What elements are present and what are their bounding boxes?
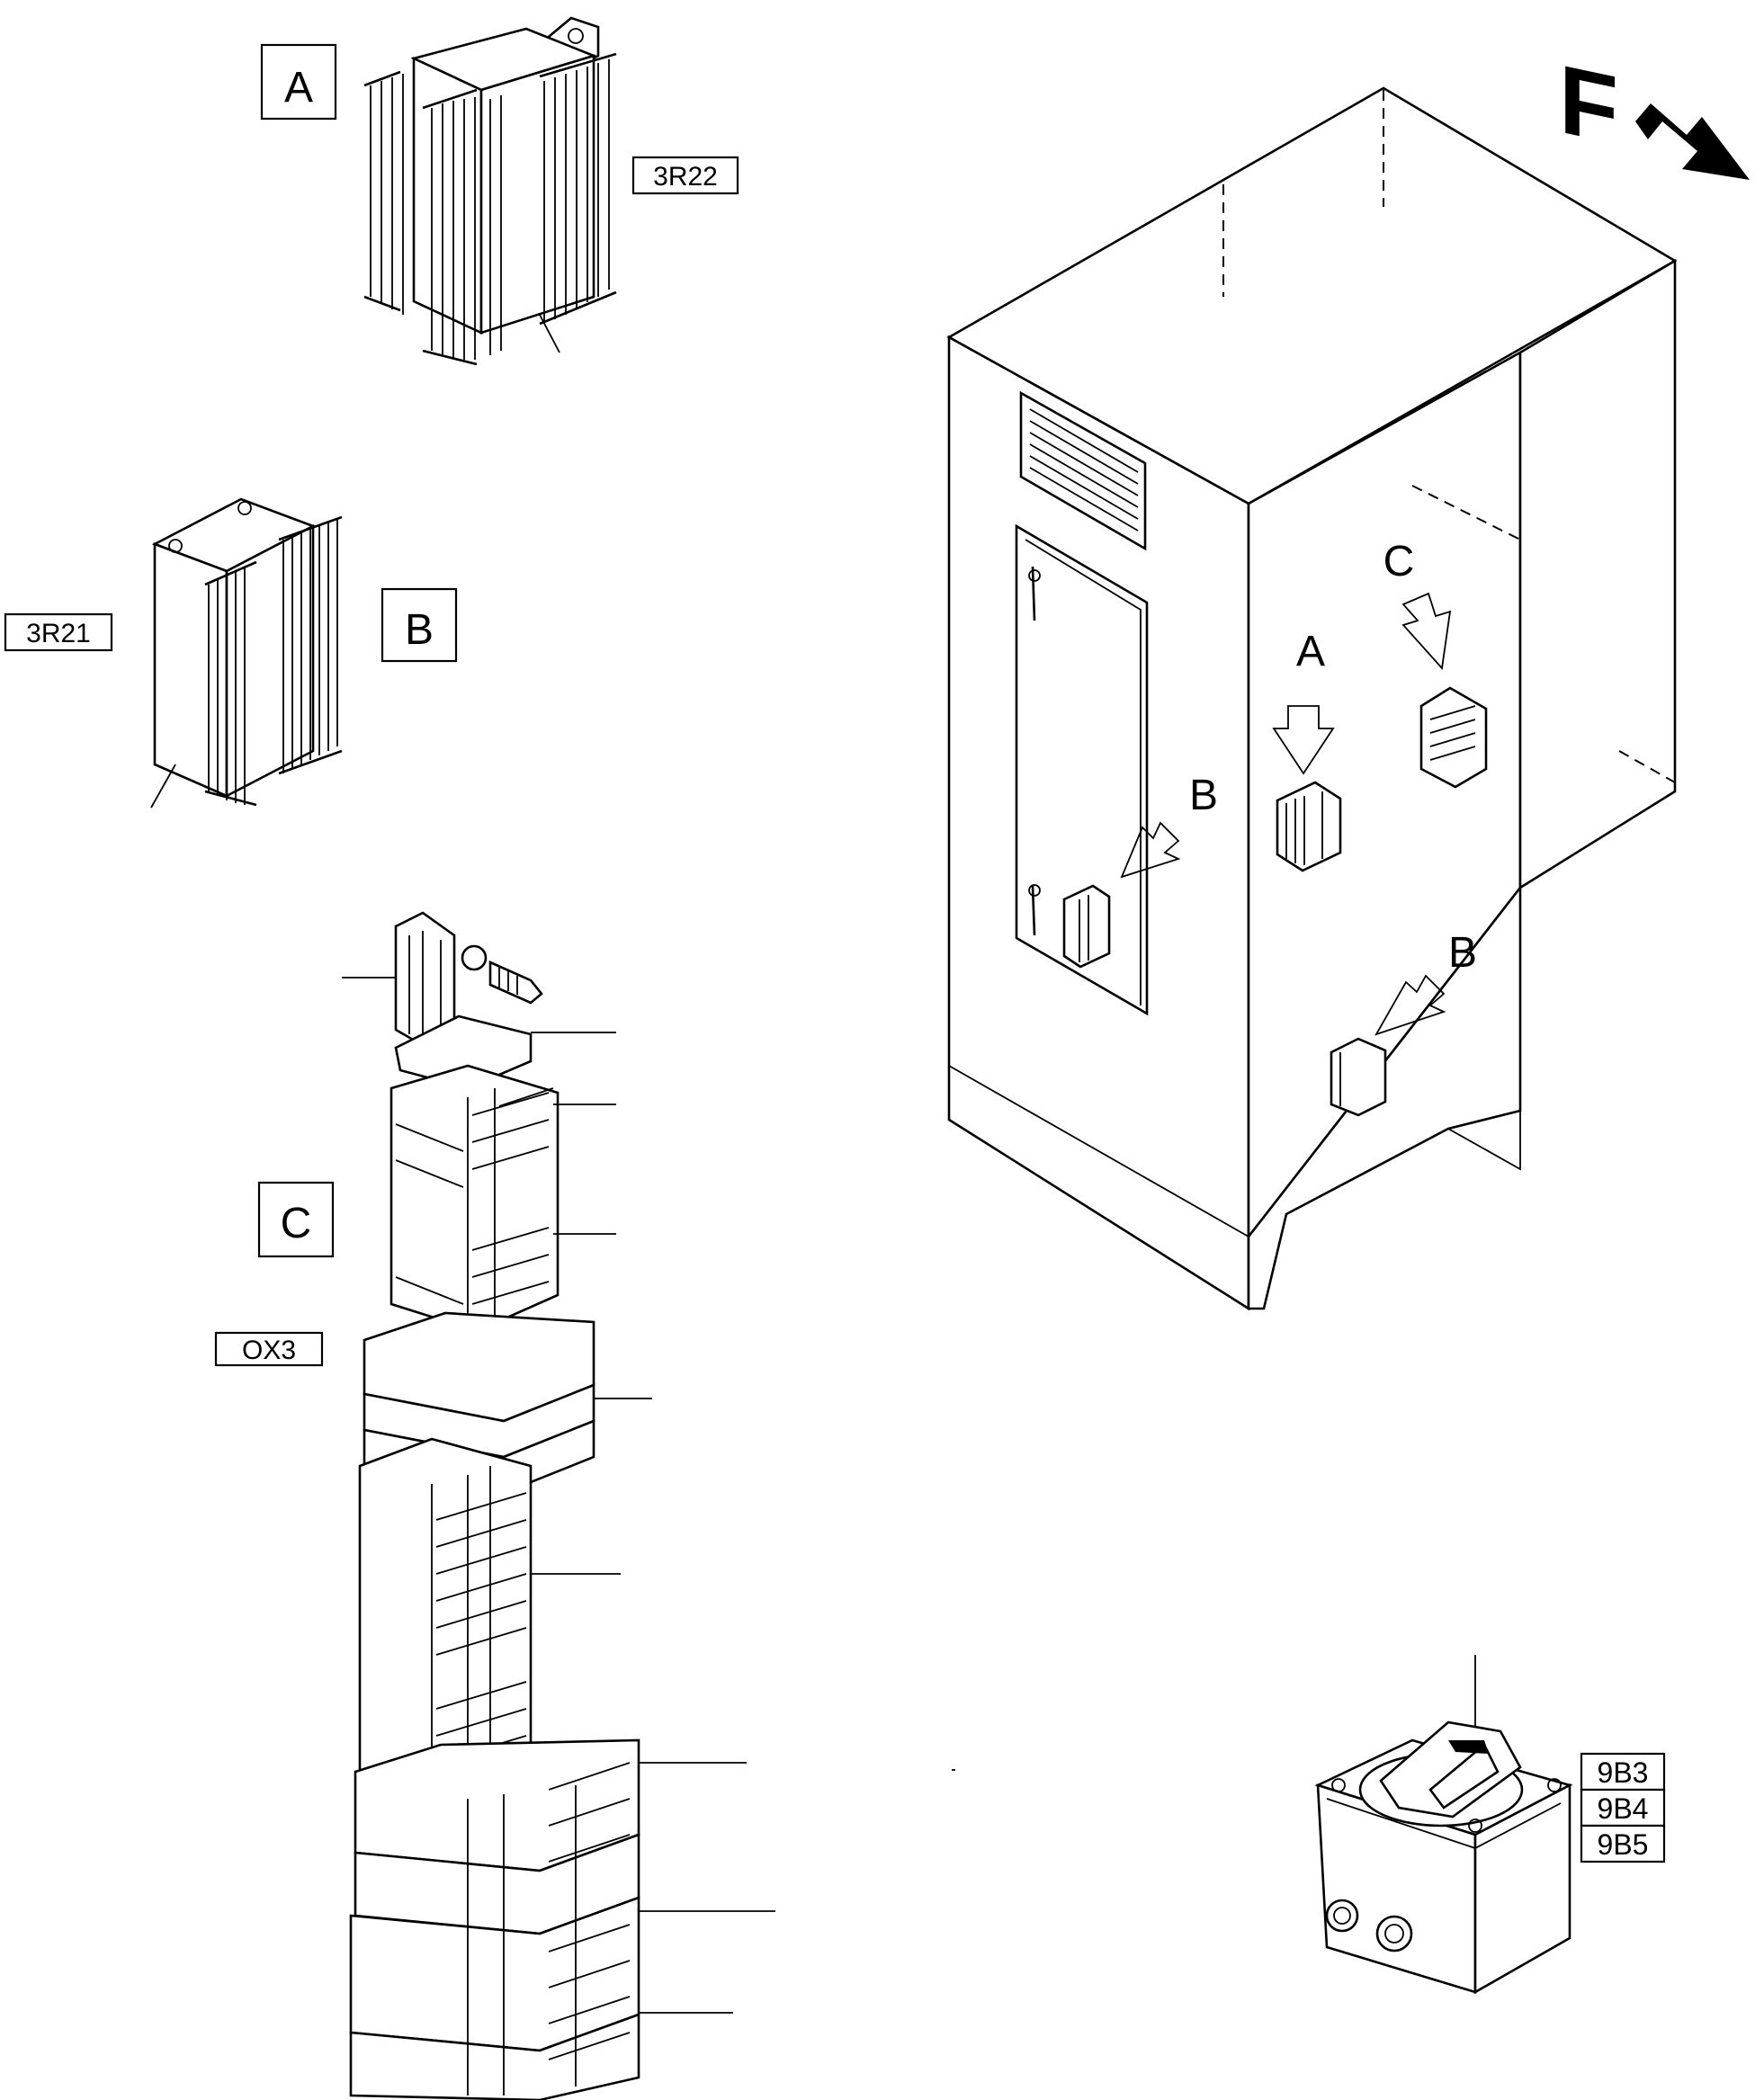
heater-3r21-tag: 3R21 bbox=[26, 619, 91, 648]
callout-a-label: A bbox=[1296, 628, 1325, 675]
callout-c-arrow-icon bbox=[1401, 592, 1452, 671]
heater-3r21-drawing bbox=[150, 497, 343, 809]
view-c-group: C OX3 bbox=[214, 911, 775, 2100]
heater-3r22-drawing bbox=[363, 16, 617, 366]
callout-a-arrow-icon bbox=[1272, 705, 1335, 775]
view-b-label: B bbox=[405, 606, 434, 654]
switch-tag-9b4: 9B4 bbox=[1598, 1792, 1649, 1825]
front-arrow-icon bbox=[1635, 103, 1750, 180]
terminal-group-tag: OX3 bbox=[242, 1336, 296, 1365]
front-direction-indicator: F bbox=[1559, 44, 1750, 180]
callout-b-side-arrow-icon bbox=[1374, 974, 1446, 1036]
heater-3r22-tag: 3R22 bbox=[653, 162, 718, 192]
view-b-group: 3R21 B bbox=[4, 497, 458, 809]
callout-c-label: C bbox=[1383, 538, 1415, 585]
electrical-cabinet: A C B B bbox=[946, 86, 1678, 1311]
callout-b-side-label: B bbox=[1448, 929, 1477, 977]
view-a-label: A bbox=[284, 64, 313, 112]
switch-tag-9b3: 9B3 bbox=[1598, 1756, 1649, 1789]
terminal-assembly-drawing bbox=[342, 911, 775, 2100]
view-c-label: C bbox=[281, 1200, 312, 1247]
rotary-switch-box: 9B3 9B4 9B5 bbox=[1314, 1655, 1666, 1995]
view-a-group: A 3R22 bbox=[260, 16, 739, 366]
switch-tag-9b5: 9B5 bbox=[1598, 1828, 1649, 1861]
callout-b-door-arrow-icon bbox=[1120, 821, 1181, 879]
front-label: F bbox=[1559, 44, 1618, 165]
callout-b-door-label: B bbox=[1189, 772, 1218, 819]
